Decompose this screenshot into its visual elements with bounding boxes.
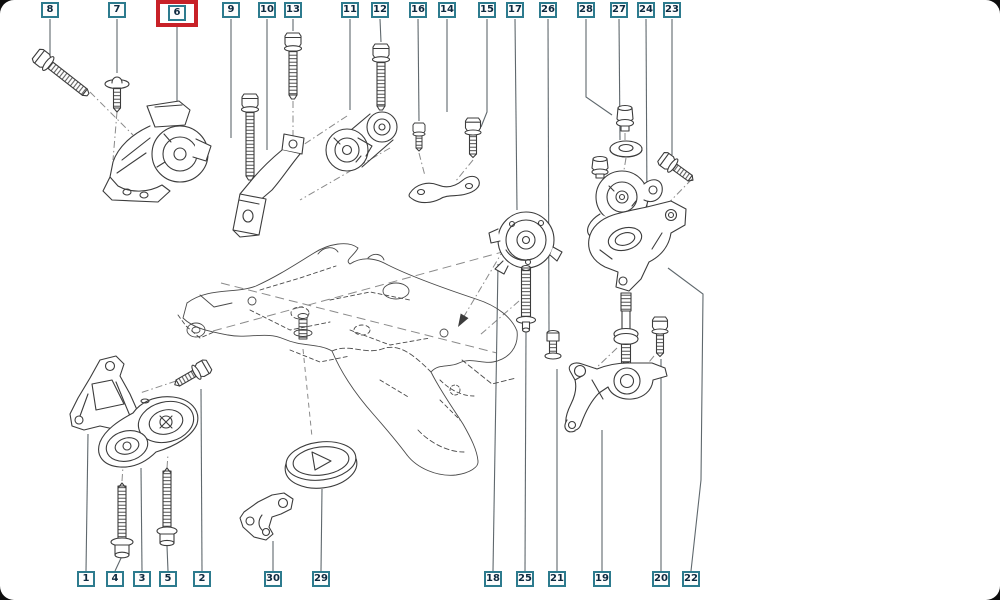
leader-line-15 — [480, 19, 488, 128]
leader-line-24 — [645, 18, 648, 208]
nut-28 — [615, 104, 635, 132]
bolt-12 — [371, 43, 391, 111]
callout-box-30[interactable]: 30 — [264, 571, 282, 587]
oval-cover-29 — [284, 441, 358, 489]
callout-box-5[interactable]: 5 — [159, 571, 177, 587]
callout-box-16[interactable]: 16 — [409, 2, 427, 18]
leader-line-4 — [114, 555, 123, 572]
round-mount-17-18 — [488, 211, 563, 275]
leader-line-3 — [140, 467, 143, 572]
bolt-2 — [170, 357, 214, 393]
callout-box-8[interactable]: 8 — [41, 2, 59, 18]
callout-box-13[interactable]: 13 — [284, 2, 302, 18]
callout-box-11[interactable]: 11 — [341, 2, 359, 18]
cup-washer-27 — [609, 140, 643, 158]
bolt-13 — [283, 32, 303, 100]
callout-box-27[interactable]: 27 — [610, 2, 628, 18]
assembly-direction-arrowhead — [458, 313, 469, 327]
bracket-arm-24 — [588, 200, 687, 292]
callout-box-20[interactable]: 20 — [652, 571, 670, 587]
leader-lines — [49, 18, 704, 572]
stud-22 — [613, 292, 639, 367]
leader-line-5 — [166, 545, 169, 572]
leader-line-18 — [492, 263, 499, 572]
bolt-10 — [240, 93, 260, 181]
support-bracket-9 — [232, 133, 305, 238]
callout-box-10[interactable]: 10 — [258, 2, 276, 18]
callout-box-6[interactable]: 6 — [168, 5, 186, 21]
bolt-25 — [515, 264, 537, 333]
callout-box-21[interactable]: 21 — [548, 571, 566, 587]
callout-box-22[interactable]: 22 — [682, 571, 700, 587]
callout-box-9[interactable]: 9 — [222, 2, 240, 18]
leader-line-25 — [524, 331, 527, 572]
callout-box-18[interactable]: 18 — [484, 571, 502, 587]
leader-line-28 — [585, 19, 613, 116]
callout-box-2[interactable]: 2 — [193, 571, 211, 587]
callout-box-24[interactable]: 24 — [637, 2, 655, 18]
assembly-axis-lines — [89, 91, 693, 482]
leader-line-22 — [667, 267, 704, 572]
callout-box-12[interactable]: 12 — [371, 2, 389, 18]
callout-box-19[interactable]: 19 — [593, 571, 611, 587]
callout-box-7[interactable]: 7 — [108, 2, 126, 18]
bolt-23 — [655, 149, 699, 188]
flat-bracket-30 — [239, 492, 294, 541]
leader-line-26 — [547, 18, 550, 332]
screw-5 — [156, 467, 178, 547]
leader-line-1 — [85, 433, 89, 572]
callout-box-3[interactable]: 3 — [133, 571, 151, 587]
bolt-20 — [651, 316, 669, 358]
bolt-26 — [544, 329, 562, 360]
leader-line-17 — [514, 18, 518, 211]
leader-line-29 — [320, 488, 323, 572]
washer-screw-7 — [104, 76, 130, 113]
callout-box-23[interactable]: 23 — [663, 2, 681, 18]
callout-box-4[interactable]: 4 — [106, 571, 124, 587]
callout-box-29[interactable]: 29 — [312, 571, 330, 587]
bracket-19 — [564, 362, 668, 433]
highlighted-callout-frame — [156, 0, 198, 27]
bolt-14 — [464, 117, 482, 159]
bolt-16 — [412, 122, 426, 152]
callout-box-28[interactable]: 28 — [577, 2, 595, 18]
leader-line-12 — [379, 18, 382, 43]
bolt-8 — [30, 46, 94, 102]
engine-mount-6 — [102, 100, 212, 203]
screw-4 — [110, 482, 134, 559]
callout-box-26[interactable]: 26 — [539, 2, 557, 18]
leader-line-2 — [200, 388, 203, 572]
subframe-cradle — [177, 243, 518, 476]
torque-rod-11 — [325, 111, 398, 172]
callout-box-14[interactable]: 14 — [438, 2, 456, 18]
s-bracket-15 — [408, 175, 480, 204]
callout-box-1[interactable]: 1 — [77, 571, 95, 587]
callout-box-15[interactable]: 15 — [478, 2, 496, 18]
callout-box-17[interactable]: 17 — [506, 2, 524, 18]
lower-mount-3 — [98, 396, 199, 468]
callout-box-25[interactable]: 25 — [516, 571, 534, 587]
leader-line-16 — [417, 18, 420, 122]
nut-27 — [591, 155, 609, 179]
